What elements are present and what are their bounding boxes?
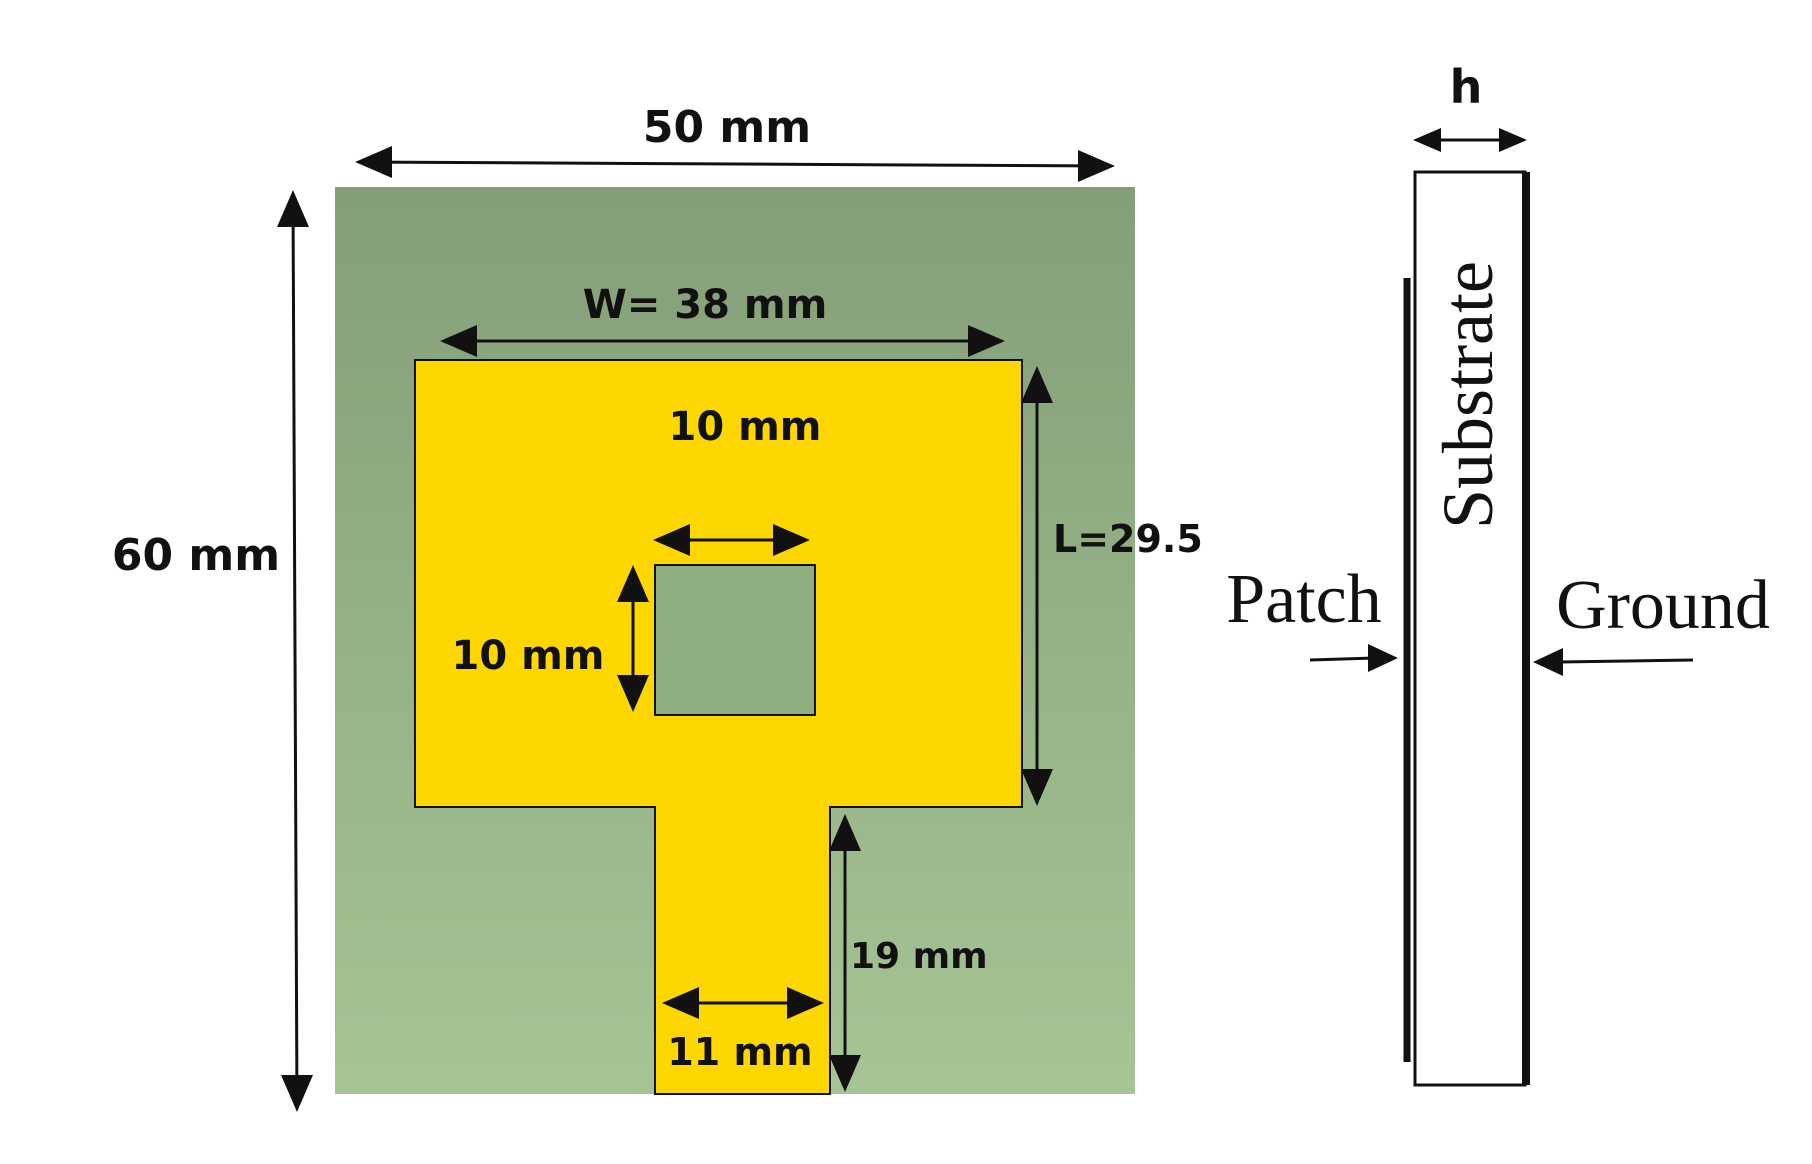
- arrowhead-right: [787, 987, 824, 1019]
- slot-height-label: 10 mm: [452, 633, 605, 679]
- ground-pointer-arrow: [1559, 658, 1694, 664]
- arrowhead-left: [440, 325, 477, 357]
- patch-pointer-arrow: [1309, 656, 1376, 662]
- arrowhead-left: [662, 987, 699, 1019]
- arrowhead-left: [1413, 128, 1441, 152]
- center-slot: [654, 564, 816, 716]
- ground-label: Ground: [1556, 567, 1770, 644]
- top-view: 50 mm 60 mm W= 38 mm L=29.5 10 mm: [112, 102, 1203, 1112]
- patch-length-dimension: L=29.5: [1021, 366, 1203, 806]
- patch-width-label: W= 38 mm: [583, 282, 828, 328]
- slot-height-dimension: 10 mm: [452, 565, 649, 712]
- thickness-dimension: h: [1413, 60, 1527, 152]
- arrowhead-right: [773, 524, 810, 556]
- arrowhead-right: [1078, 150, 1115, 182]
- feed-length-dimension: 19 mm: [829, 814, 988, 1092]
- patch-label: Patch: [1226, 561, 1382, 638]
- feed-length-label: 19 mm: [850, 936, 988, 977]
- arrowhead-down: [617, 675, 649, 712]
- slot-width-dimension: 10 mm: [653, 404, 821, 556]
- side-view: h Substrate Patch Ground: [1226, 60, 1770, 1087]
- substrate-height-arrow: [291, 196, 299, 1109]
- feed-width-dimension: 11 mm: [662, 987, 824, 1074]
- arrowhead-up: [829, 814, 861, 851]
- arrowhead-up: [1021, 366, 1053, 403]
- arrowhead-up: [617, 565, 649, 602]
- arrowhead-down: [829, 1055, 861, 1092]
- substrate-width-label: 50 mm: [643, 102, 811, 153]
- patch-length-label: L=29.5: [1053, 517, 1203, 561]
- feed-width-label: 11 mm: [667, 1030, 812, 1074]
- ground-pointer-arrowhead: [1533, 648, 1563, 676]
- substrate-slab: [1413, 170, 1527, 1087]
- arrowhead-up: [277, 190, 309, 227]
- patch-pointer-arrowhead: [1368, 644, 1398, 672]
- substrate-width-arrow: [359, 160, 1111, 168]
- radiating-patch: [414, 359, 1023, 1095]
- arrowhead-left: [653, 524, 690, 556]
- substrate-height-dimension: 60 mm: [112, 190, 313, 1112]
- arrowhead-left: [355, 146, 392, 178]
- substrate-height-label: 60 mm: [112, 530, 280, 581]
- arrowhead-down: [281, 1075, 313, 1112]
- patch-width-dimension: W= 38 mm: [440, 282, 1005, 357]
- substrate-label: Substrate: [1428, 261, 1508, 529]
- arrowhead-down: [1021, 769, 1053, 806]
- thickness-label: h: [1450, 60, 1483, 114]
- substrate-width-dimension: 50 mm: [355, 102, 1115, 182]
- arrowhead-right: [968, 325, 1005, 357]
- arrowhead-right: [1499, 128, 1527, 152]
- slot-width-label: 10 mm: [669, 404, 822, 450]
